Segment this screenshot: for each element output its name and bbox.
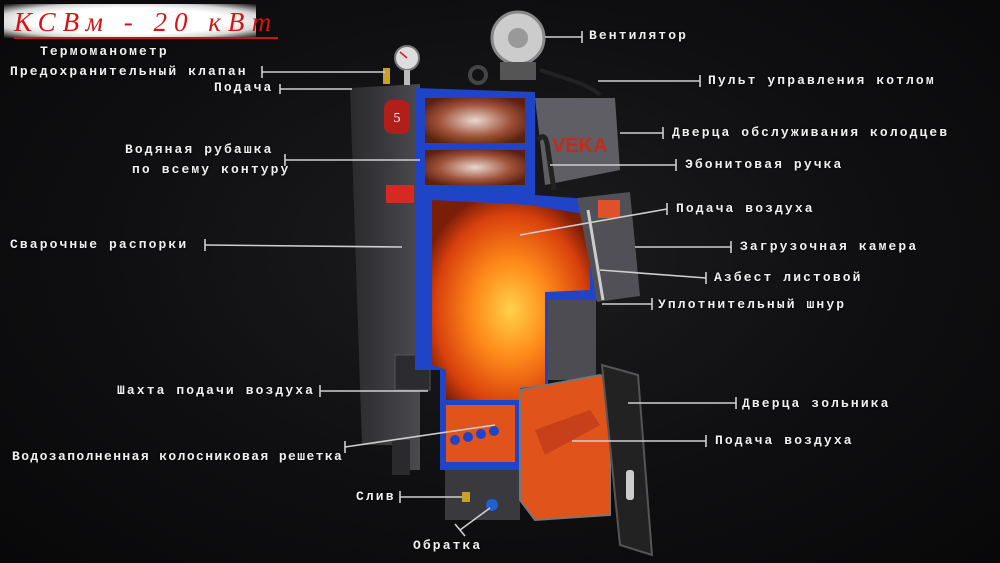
label-water-grate: Водозаполненная колосниковая решетка xyxy=(12,449,344,464)
label-water-jacket-line1: Водяная рубашка xyxy=(125,142,274,157)
title-box: КСВм - 20 кВт xyxy=(4,4,279,39)
leader-ash-door xyxy=(628,397,737,409)
label-asbestos-sheet: Азбест листовой xyxy=(714,270,863,285)
leader-water-jacket xyxy=(284,154,420,166)
svg-text:5: 5 xyxy=(394,111,401,126)
leader-welded-struts xyxy=(204,239,403,251)
safety-valve xyxy=(383,68,390,84)
flue-channel-upper xyxy=(425,98,525,143)
label-ash-door: Дверца зольника xyxy=(742,396,891,411)
label-thermomanometer: Термоманометр xyxy=(40,44,169,59)
boiler-base xyxy=(445,470,520,520)
label-service-door: Дверца обслуживания колодцев xyxy=(672,125,950,140)
warranty-badge xyxy=(384,100,410,134)
leader-supply xyxy=(279,84,352,94)
service-door xyxy=(535,98,620,185)
leader-air-shaft xyxy=(319,385,428,397)
label-return: Обратка xyxy=(413,538,483,553)
top-fittings xyxy=(383,10,602,97)
drain-fitting xyxy=(462,492,470,502)
leader-loading-chamber xyxy=(635,241,732,253)
label-drain: Слив xyxy=(356,489,396,504)
label-control-panel: Пульт управления котлом xyxy=(708,73,936,88)
doors: VEKA 5 xyxy=(384,98,654,557)
leader-drain xyxy=(399,491,462,503)
label-supply: Подача xyxy=(214,80,274,95)
kredit-badge xyxy=(386,185,414,203)
ash-door-handle xyxy=(626,470,634,500)
ebonite-handle xyxy=(536,134,557,191)
loading-door xyxy=(577,192,640,302)
door-sticker xyxy=(598,200,620,218)
air-supply-damper xyxy=(535,410,600,455)
label-welded-struts: Сварочные распорки xyxy=(10,237,189,252)
label-sealing-cord: Уплотнительный шнур xyxy=(658,297,847,312)
label-air-supply-bottom: Подача воздуха xyxy=(715,433,854,448)
sealing-cord xyxy=(586,209,605,301)
leader-fan xyxy=(545,31,583,43)
leader-return xyxy=(454,507,491,537)
label-fan: Вентилятор xyxy=(589,28,689,43)
label-safety-valve: Предохранительный клапан xyxy=(10,64,248,79)
model-title: КСВм - 20 кВт xyxy=(14,7,279,39)
label-air-supply-top: Подача воздуха xyxy=(676,201,815,216)
label-air-shaft: Шахта подачи воздуха xyxy=(117,383,316,398)
label-ebonite-handle: Эбонитовая ручка xyxy=(685,157,844,172)
leader-safety-valve xyxy=(261,66,385,78)
label-loading-chamber: Загрузочная камера xyxy=(740,239,919,254)
ash-door-frame xyxy=(519,373,611,522)
flue-channel-lower xyxy=(425,150,525,185)
grate-tubes xyxy=(450,426,499,445)
label-water-jacket-line2: по всему контуру xyxy=(132,162,291,177)
leader-service-door xyxy=(620,127,664,139)
leader-control-panel xyxy=(598,75,701,87)
control-cable xyxy=(539,68,602,97)
leader-air-supply-bottom xyxy=(572,435,707,447)
firebox-flames xyxy=(432,200,590,400)
boiler-leg xyxy=(392,440,410,475)
leader-ebonite-handle xyxy=(550,159,677,171)
leader-sealing-cord xyxy=(602,298,653,310)
leader-lines xyxy=(204,31,737,537)
water-jacket xyxy=(415,88,600,470)
veka-logo: VEKA xyxy=(552,135,608,157)
leader-air-supply-top xyxy=(519,203,668,236)
front-panel xyxy=(548,300,596,380)
leader-asbestos xyxy=(599,269,707,284)
ash-door xyxy=(600,363,654,557)
leader-water-grate xyxy=(344,424,496,453)
